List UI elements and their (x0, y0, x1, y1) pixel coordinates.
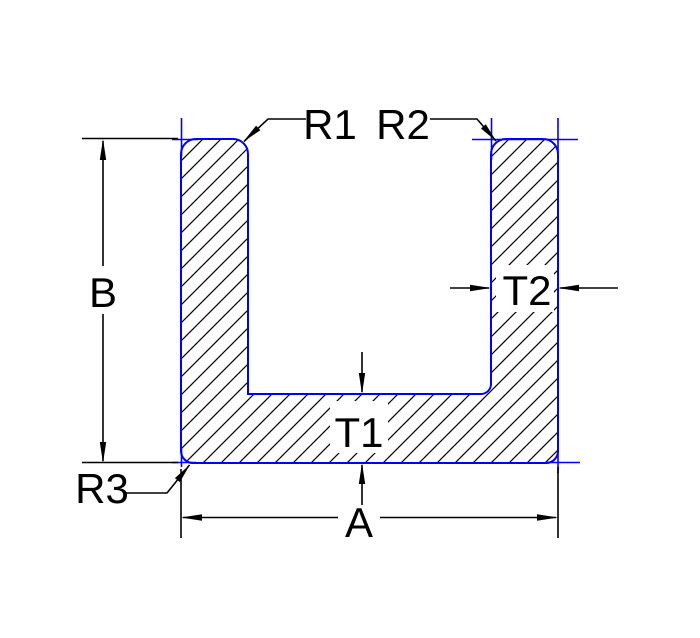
b-arrow-down (99, 442, 107, 463)
a-arrow-left (181, 514, 202, 521)
t1-arrow-down (358, 373, 366, 394)
leader-R1 (243, 118, 306, 143)
dimension-T1 (358, 352, 366, 505)
dimension-labels: R1 R2 B T2 T1 A R3 (75, 101, 551, 546)
label-r2: R2 (376, 101, 430, 148)
label-b: B (89, 269, 117, 316)
t2-arrow-left (470, 284, 491, 292)
label-backdrop-t1 (330, 401, 388, 453)
channel-profile-hatch (181, 139, 558, 463)
dimension-T2 (450, 284, 618, 292)
extension-lines-blue (172, 118, 580, 473)
label-t2: T2 (502, 267, 551, 314)
r1-arrowhead (243, 125, 261, 142)
r2-arrowhead (481, 124, 497, 142)
t2-arrow-right (558, 284, 579, 292)
label-r3: R3 (75, 465, 129, 512)
dimensions (82, 118, 618, 538)
t1-arrow-up (358, 463, 366, 484)
label-a: A (345, 499, 373, 546)
b-arrow-up (99, 139, 107, 160)
dimension-A (180, 467, 559, 538)
dimension-B (82, 137, 178, 464)
label-t1: T1 (334, 409, 383, 456)
a-arrow-right (537, 514, 558, 521)
leader-R3 (125, 464, 191, 494)
leader-R2 (430, 118, 497, 142)
label-backdrop-t2 (496, 265, 554, 312)
label-r1: R1 (303, 101, 357, 148)
r3-arrowhead (174, 464, 190, 483)
